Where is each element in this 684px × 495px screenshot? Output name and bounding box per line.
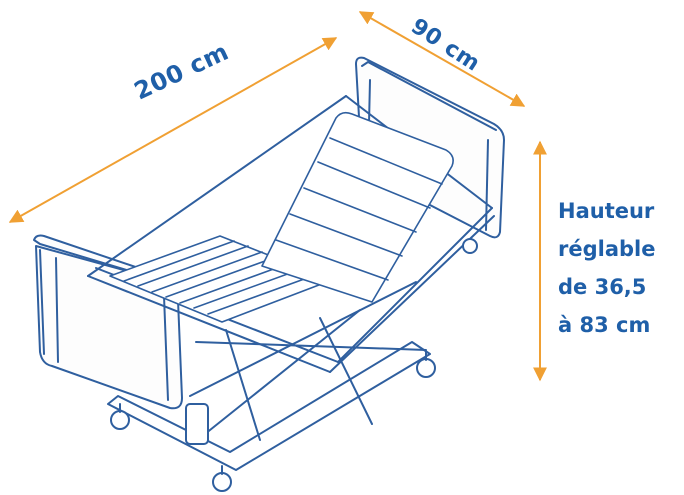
width-arrow — [358, 11, 526, 107]
height-label: Hauteur réglable de 36,5 à 83 cm — [558, 192, 655, 344]
height-line-3: de 36,5 — [558, 275, 647, 299]
backrest — [261, 111, 454, 303]
leg-slats — [109, 235, 333, 323]
height-line-4: à 83 cm — [558, 313, 651, 337]
scissor-lift — [107, 281, 431, 471]
castors — [110, 238, 478, 492]
height-line-1: Hauteur — [558, 199, 655, 223]
height-line-2: réglable — [558, 237, 656, 261]
length-arrow — [8, 37, 338, 223]
motor-housing — [185, 403, 209, 445]
